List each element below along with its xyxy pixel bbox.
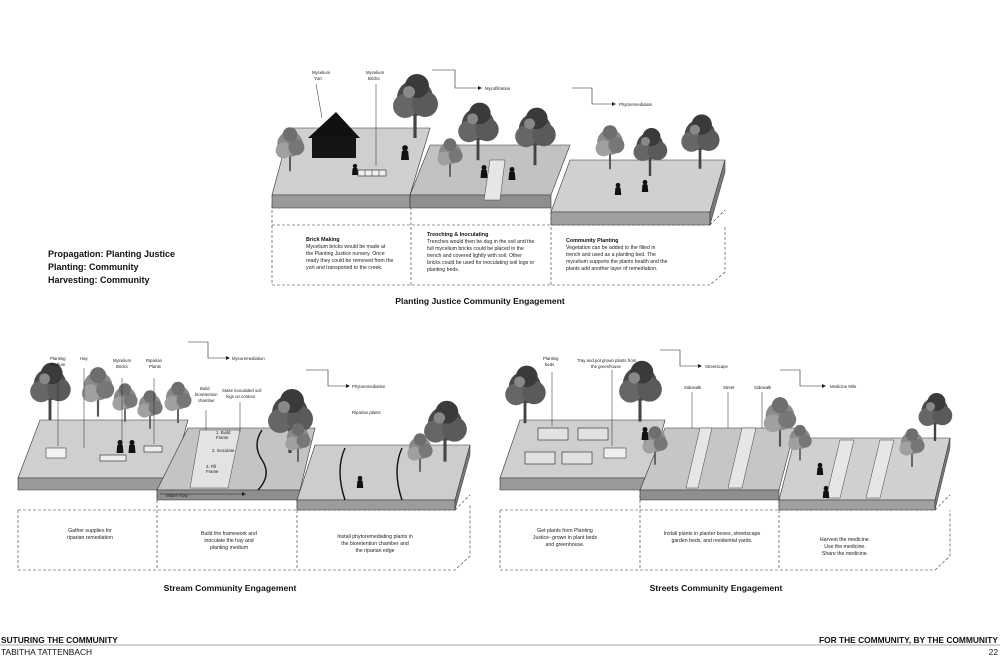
step-trenching-line: planting beds. [427,267,459,273]
planting-justice-title: Planting Justice Community Engagement [395,296,565,306]
label-planting-beds-2: beds [545,362,554,367]
label-phytoremediation-stream: Phytoremediation [352,384,386,389]
footer-author: TABITHA TATTENBACH [1,647,92,657]
stream-step-1-line: Gather supplies for [68,528,112,534]
side-text-propagation: Propagation: Planting Justice [48,249,175,259]
label-mycelium-bricks-2: Bricks [368,76,380,81]
step-trenching-line: trench and covered lightly with soil. Ot… [427,253,522,259]
label-bioretention-3: chamber [198,398,215,403]
streets-step-2-line: garden beds, and residential yards. [671,538,752,544]
step-trenching-line: Trenches would then be dug in the soil a… [427,239,534,245]
stream-step-2-line: inoculate the hay and [204,538,253,544]
step-trenching-line: bricks could be used for inoculating soi… [427,260,535,266]
label-phytoremediation-top: Phytoremediation [619,102,653,107]
step-community-planting-head: Community Planting [566,238,618,244]
stream-title: Stream Community Engagement [164,583,297,593]
label-layer-fill-frame-2: Frame [206,469,219,474]
label-mycoremediation: Mycoremediation [232,356,265,361]
side-text-planting: Planting: Community [48,262,139,272]
label-riparian-plants-stream: Riparian plants [352,410,381,415]
step-community-planting-line: trench and used as a planting bed. The [566,252,656,258]
footer-project-title: SUTURING THE COMMUNITY [1,635,118,645]
label-tray-pot-plants-2: the greenhouse [591,364,621,369]
step-community-planting-line: Vegetation can be added to the filled in [566,245,656,251]
label-mycelium-bricks-1: Mycelium [366,70,385,75]
side-text-harvesting: Harvesting: Community [48,275,150,285]
streets-title: Streets Community Engagement [650,583,783,593]
label-planting-beds-1: Planting [543,356,559,361]
label-mycofiltration: Mycofiltration [485,86,511,91]
step-community-planting-line: plants add another layer of remediation. [566,266,657,272]
label-planting-medium-2: Medium [50,362,66,367]
footer-page-number: 22 [989,647,999,657]
step-community-planting-line: mycelium supports the plants health and … [566,259,668,265]
step-brick-making-line: the Planting Justice nursery. Once [306,251,385,257]
label-layer-build-frame-2: Frame [216,435,229,440]
step-brick-making-head: Brick Making [306,237,340,243]
step-brick-making-line: ready they could be removed from the [306,258,393,264]
step-trenching-line: full mycelium bricks could be placed in … [427,246,524,252]
streets-step-3-line: Harvest the medicine. [820,537,870,543]
planting-justice-diagram [271,69,726,286]
label-mycelium-yurt-1: Mycelium [312,70,331,75]
footer-tagline: FOR THE COMMUNITY, BY THE COMMUNITY [819,635,998,645]
streets-step-2-line: Install plants in planter boxes, streets… [664,531,761,537]
streets-diagram [499,349,953,571]
label-sidewalk-2: Sidewalk [754,385,772,390]
label-layer-build-frame-1: 1. Build [216,430,231,435]
stream-diagram [17,341,471,571]
label-planting-medium-1: Planting [50,356,66,361]
label-riparian-plants-1: Riparian [146,358,163,363]
streets-step-1-line: and greenhouse. [546,542,585,548]
label-hay: Hay [80,356,88,361]
streets-step-3-line: Use the medicine. [824,544,866,550]
label-water-flow: Water Flow [166,493,188,498]
step-brick-making-line: Mycelium bricks would be made at [306,244,386,250]
label-stake-logs-1: Stake inoculated soil [222,388,261,393]
streets-step-3-line: Share the medicine. [822,551,868,557]
step-trenching-head: Trenching & Inoculating [427,232,488,238]
label-sidewalk-1: Sidewalk [684,385,702,390]
label-medicine-mile: Medicine Mile [830,384,857,389]
stream-step-3-line: Install phytoremediating plants in [337,534,413,540]
step-brick-making-line: yurt and transported to the creek. [306,265,382,271]
streets-step-1-line: Get plants from Planting [537,528,593,534]
label-riparian-plants-2: Plants [149,364,161,369]
label-streetscape: Streetscape [705,364,729,369]
stream-step-3-line: the bioretention chamber and [341,541,409,547]
label-mycelium-bricks-stream-2: Bricks [116,364,128,369]
label-bioretention-1: Build [200,386,210,391]
label-street: Street [723,385,735,390]
streets-step-1-line: Justice- grown in plant beds [533,535,598,541]
stream-step-2-line: planting medium [210,545,248,551]
label-tray-pot-plants-1: Tray and pot grown plants from [577,358,637,363]
label-stake-logs-2: logs on contour [226,394,256,399]
label-mycelium-bricks-stream-1: Mycelium [113,358,132,363]
label-layer-inoculate: 2. Inoculate [212,448,235,453]
label-bioretention-2: bioretention [195,392,218,397]
stream-step-2-line: Build the framework and [201,531,257,537]
label-layer-fill-frame-1: 3. Fill [206,464,216,469]
stream-step-1-line: riparian remediation [67,535,113,541]
label-mycelium-yurt-2: Yurt [314,76,322,81]
stream-step-3-line: the riparian edge [356,548,395,554]
